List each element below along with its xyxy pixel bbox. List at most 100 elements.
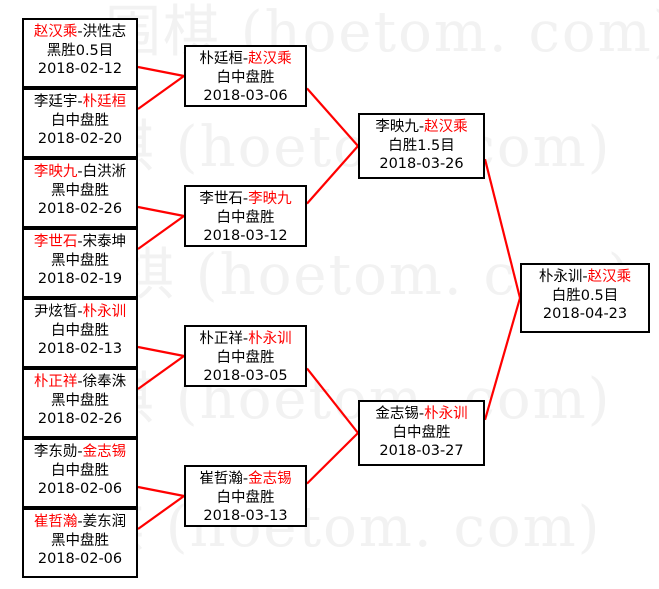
match-date: 2018-03-26: [379, 156, 464, 173]
player-right: 李映九: [248, 191, 292, 207]
match-date: 2018-03-27: [379, 443, 464, 460]
match-box[interactable]: 李映九-白洪淅黑中盘胜 2018-02-26: [22, 158, 138, 228]
match-result: 白中盘胜: [216, 349, 275, 366]
player-right: 赵汉乘: [248, 51, 292, 67]
player-separator: -: [77, 304, 83, 320]
player-separator: -: [77, 374, 83, 390]
player-separator: -: [242, 51, 249, 67]
player-separator: -: [77, 94, 83, 110]
match-date: 2018-04-23: [542, 306, 628, 323]
connector-line: [137, 485, 185, 498]
player-right: 朴永训: [248, 331, 292, 347]
player-separator: -: [582, 269, 588, 285]
player-right: 朴廷桓: [82, 94, 127, 110]
match-players: 李东勋-金志锡: [26, 443, 134, 462]
match-result: 白胜1.5目: [388, 137, 455, 154]
connector-line: [306, 145, 359, 205]
connector-line: [137, 65, 185, 78]
connector-line: [137, 75, 185, 110]
match-players: 崔哲瀚-姜东润: [26, 513, 134, 532]
player-left: 李东勋: [33, 444, 78, 460]
match-players: 朴正祥-徐奉洙: [26, 373, 134, 392]
match-players: 崔哲瀚-金志锡: [188, 470, 303, 489]
match-date: 2018-02-20: [37, 131, 123, 148]
match-result: 黑胜0.5目: [46, 42, 114, 59]
connector-line: [137, 215, 185, 250]
match-result: 白中盘胜: [216, 69, 275, 86]
player-right: 朴永训: [82, 304, 127, 320]
match-result: 黑中盘胜: [51, 532, 109, 549]
match-date: 2018-02-26: [37, 411, 123, 428]
match-result: 白中盘胜: [51, 112, 109, 129]
player-separator: -: [77, 24, 83, 40]
match-result: 白中盘胜: [216, 489, 275, 506]
connector-line: [306, 87, 359, 147]
connector-line: [137, 355, 185, 390]
match-result: 黑中盘胜: [51, 252, 109, 269]
connector-line: [483, 297, 522, 421]
match-players: 尹炫晳-朴永训: [26, 303, 134, 322]
player-separator: -: [418, 406, 425, 422]
player-separator: -: [242, 191, 249, 207]
match-players: 朴正祥-朴永训: [188, 330, 303, 349]
match-players: 朴廷桓-赵汉乘: [188, 50, 303, 69]
player-left: 崔哲瀚: [199, 471, 243, 487]
match-result: 白中盘胜: [392, 424, 451, 441]
player-separator: -: [418, 119, 425, 135]
match-result: 白胜0.5目: [551, 287, 619, 304]
connector-line: [483, 158, 522, 299]
match-date: 2018-03-05: [203, 368, 288, 385]
match-result: 白中盘胜: [51, 462, 109, 479]
connector-line: [137, 495, 185, 530]
player-right: 赵汉乘: [424, 119, 468, 135]
match-result: 黑中盘胜: [51, 182, 109, 199]
player-right: 姜东润: [82, 514, 127, 530]
player-right: 白洪淅: [82, 164, 127, 180]
match-players: 李映九-赵汉乘: [362, 118, 481, 137]
match-date: 2018-02-12: [37, 61, 123, 78]
match-result: 白中盘胜: [51, 322, 109, 339]
player-separator: -: [77, 234, 83, 250]
match-date: 2018-02-06: [37, 481, 123, 498]
player-right: 金志锡: [82, 444, 127, 460]
player-left: 李世石: [199, 191, 243, 207]
player-left: 尹炫晳: [33, 304, 78, 320]
match-box[interactable]: 赵汉乘-洪性志黑胜0.5目 2018-02-12: [22, 18, 138, 88]
match-date: 2018-03-06: [203, 88, 288, 105]
player-left: 金志锡: [375, 406, 419, 422]
player-separator: -: [242, 471, 249, 487]
player-left: 李世石: [33, 234, 78, 250]
match-date: 2018-02-26: [37, 201, 123, 218]
match-players: 李映九-白洪淅: [26, 163, 134, 182]
player-separator: -: [242, 331, 249, 347]
match-date: 2018-03-12: [203, 228, 288, 245]
player-separator: -: [77, 514, 83, 530]
player-left: 朴永训: [538, 269, 583, 285]
match-result: 白中盘胜: [216, 209, 275, 226]
player-left: 李廷宇: [33, 94, 78, 110]
connector-line: [137, 205, 185, 218]
match-date: 2018-02-19: [37, 271, 123, 288]
player-right: 洪性志: [82, 24, 127, 40]
player-right: 金志锡: [248, 471, 292, 487]
match-players: 李世石-李映九: [188, 190, 303, 209]
match-players: 李廷宇-朴廷桓: [26, 93, 134, 112]
player-left: 李映九: [375, 119, 419, 135]
player-separator: -: [77, 444, 83, 460]
player-left: 朴正祥: [199, 331, 243, 347]
match-box[interactable]: 朴廷桓-赵汉乘白中盘胜 2018-03-06: [184, 45, 307, 107]
match-players: 赵汉乘-洪性志: [26, 23, 134, 42]
